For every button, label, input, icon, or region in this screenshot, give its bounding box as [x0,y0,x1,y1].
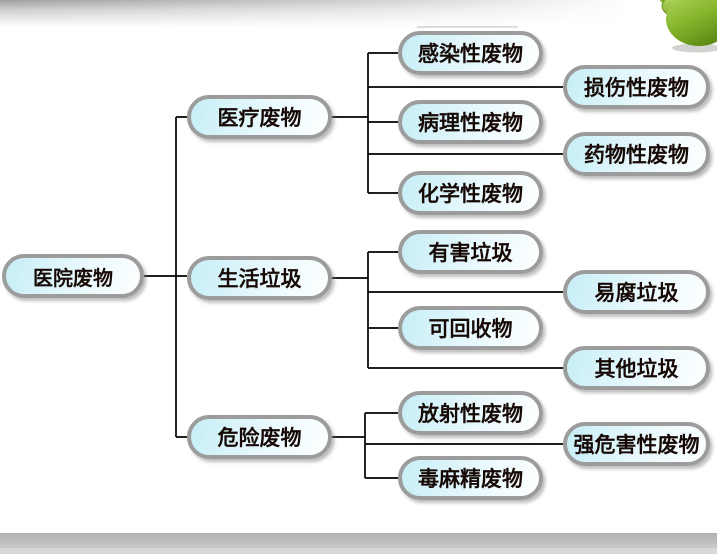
node-infectious-waste: 感染性废物 [398,31,543,75]
node-medical-waste: 医疗废物 [187,95,332,139]
node-pathological-waste: 病理性废物 [398,100,543,144]
green-sphere-decoration [647,0,717,56]
top-gradient-decoration [0,0,717,27]
node-chemical-waste: 化学性废物 [398,171,543,215]
node-perishable-garbage: 易腐垃圾 [563,270,710,314]
footer-strip-decoration [0,548,717,554]
footer-bar-decoration [0,533,717,548]
node-injurious-waste: 损伤性废物 [563,65,710,109]
node-recyclables: 可回收物 [398,306,543,350]
node-harmful-garbage: 有害垃圾 [398,230,543,274]
node-narcotic-psychotropic-waste: 毒麻精废物 [398,456,543,500]
node-hazardous-waste: 危险废物 [187,415,332,459]
node-other-garbage: 其他垃圾 [563,346,710,390]
node-radioactive-waste: 放射性废物 [398,391,543,435]
faint-divider-line [417,26,518,28]
node-highly-hazardous-waste: 强危害性废物 [563,422,710,466]
node-pharmaceutical-waste: 药物性废物 [563,132,710,176]
green-sphere-icon [659,0,717,53]
node-household-garbage: 生活垃圾 [187,256,332,300]
node-hospital-waste: 医院废物 [2,254,144,298]
